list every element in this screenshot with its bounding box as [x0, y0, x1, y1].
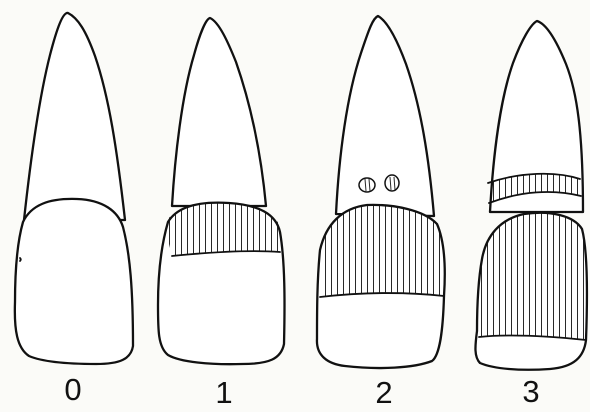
tooth-0-crown	[15, 199, 133, 364]
label-2: 2	[375, 375, 392, 410]
tooth-3-hatched-crown	[474, 208, 590, 343]
tooth-1-root	[172, 18, 266, 206]
label-3: 3	[522, 374, 539, 409]
label-1: 1	[215, 375, 232, 410]
tooth-0	[15, 13, 133, 364]
tooth-0-root	[24, 13, 125, 220]
tooth-2	[314, 16, 450, 368]
tooth-2-dot-right	[385, 175, 399, 191]
tooth-2-dot-left	[359, 178, 375, 192]
tooth-1	[155, 18, 287, 364]
tooth-3	[474, 21, 590, 370]
label-0: 0	[64, 372, 81, 407]
